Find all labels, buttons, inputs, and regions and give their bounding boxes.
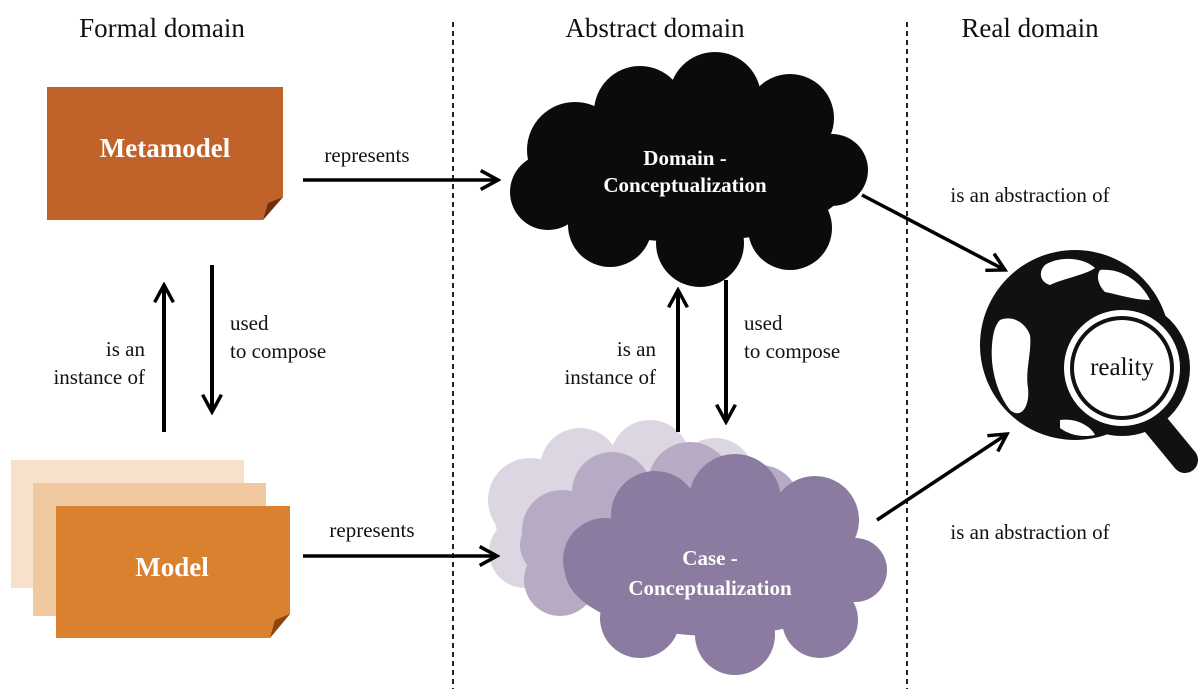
edge-abstraction-bottom: is an abstraction of — [876, 434, 1110, 544]
edge-label-left-is-an: is an — [106, 337, 146, 361]
edge-right-instance-of: is an instance of — [564, 290, 678, 432]
edge-label-left-used: used — [230, 311, 269, 335]
model-node: Model — [11, 460, 290, 638]
edge-left-used-to-compose: used to compose — [212, 265, 326, 412]
magnifying-glass-icon — [1054, 300, 1198, 473]
edge-label-right-instance-of: instance of — [564, 365, 656, 389]
model-label: Model — [135, 552, 209, 582]
edge-label-represents-bottom: represents — [329, 518, 414, 542]
header-formal-domain: Formal domain — [79, 13, 245, 43]
domain-label-line1: Domain - — [643, 146, 726, 170]
edge-label-left-to-compose: to compose — [230, 339, 326, 363]
reality-label: reality — [1090, 354, 1154, 381]
edge-label-abstraction-top: is an abstraction of — [950, 183, 1109, 207]
edge-label-right-used: used — [744, 311, 783, 335]
edge-represents-top: represents — [303, 143, 498, 180]
metamodel-node: Metamodel — [47, 87, 283, 220]
domain-conceptualization-node: Domain - Conceptualization — [510, 52, 868, 287]
edge-right-used-to-compose: used to compose — [726, 280, 840, 422]
edge-label-abstraction-bottom: is an abstraction of — [950, 520, 1109, 544]
model-page-front — [56, 506, 290, 638]
header-real-domain: Real domain — [961, 13, 1099, 43]
edge-abstraction-top: is an abstraction of — [861, 183, 1110, 270]
edge-represents-bottom: represents — [303, 518, 497, 556]
case-conceptualization-node: Case - Conceptualization — [488, 420, 887, 675]
metamodel-label: Metamodel — [100, 133, 231, 163]
domain-label-line2: Conceptualization — [603, 173, 767, 197]
reality-node: reality — [980, 250, 1198, 473]
case-label-line2: Conceptualization — [628, 576, 792, 600]
edge-label-right-is-an: is an — [617, 337, 657, 361]
edge-label-right-to-compose: to compose — [744, 339, 840, 363]
header-abstract-domain: Abstract domain — [565, 13, 745, 43]
edge-label-left-instance-of: instance of — [53, 365, 145, 389]
case-cloud-front — [563, 454, 887, 675]
case-label-line1: Case - — [682, 546, 737, 570]
edge-left-instance-of: is an instance of — [53, 285, 164, 432]
edge-label-represents-top: represents — [324, 143, 409, 167]
